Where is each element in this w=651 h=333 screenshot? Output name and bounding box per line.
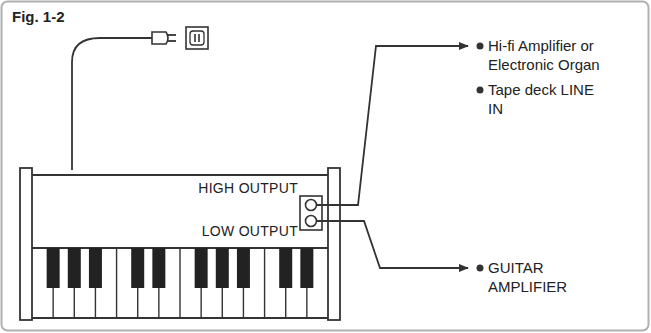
black-key [216,248,229,288]
figure-title: Fig. 1-2 [12,8,65,25]
destination-label: Hi-fi Amplifier or Electronic Organ [488,36,628,74]
black-key [237,248,250,288]
power-plug [152,32,176,44]
signal-cable [316,46,468,205]
keyboard-keys [47,248,314,318]
signal-cable [316,221,468,268]
black-key [300,248,313,288]
black-key [89,248,102,288]
black-key [131,248,144,288]
black-key [47,248,60,288]
keyboard-body [20,168,340,320]
black-key [68,248,81,288]
black-key [279,248,292,288]
wall-outlet [186,27,208,49]
bullet-dot [477,265,484,272]
output-label: HIGH OUTPUT [198,180,298,196]
white-key-edge [179,248,180,318]
white-key-edge [264,248,265,318]
black-key [195,248,208,288]
keyboard-panel: HIGH OUTPUT LOW OUTPUT [32,176,328,248]
output-label: LOW OUTPUT [202,223,298,239]
white-key-edge [116,248,117,318]
bullet-dot [477,87,484,94]
output-jacks [300,196,322,230]
destination-label: Tape deck LINE IN [488,80,613,118]
bullet-dot [477,43,484,50]
destination-label: GUITAR AMPLIFIER [488,258,588,296]
black-key [152,248,165,288]
power-cord [72,38,152,170]
